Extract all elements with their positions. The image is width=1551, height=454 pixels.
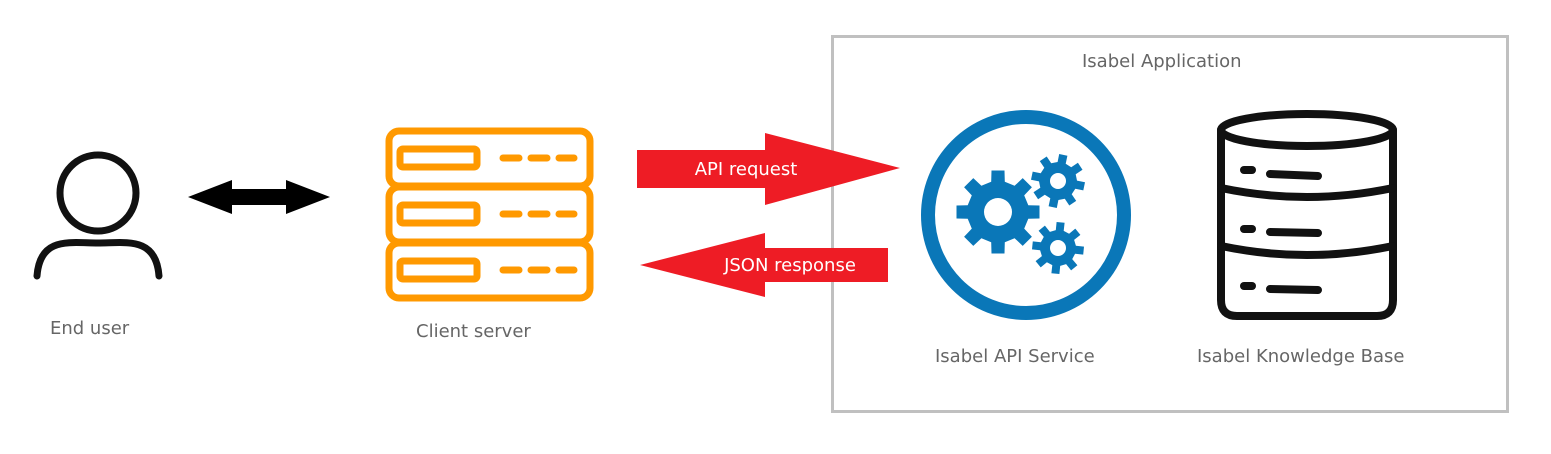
isabel-application-label: Isabel Application — [1082, 51, 1242, 72]
server-icon — [385, 127, 594, 302]
json-response-label: JSON response — [723, 255, 856, 276]
isabel-knowledge-base-label: Isabel Knowledge Base — [1197, 346, 1405, 367]
json-response-arrow: JSON response — [640, 233, 888, 297]
gear-hole — [1050, 173, 1066, 189]
user-icon — [33, 151, 163, 280]
gears-icon — [921, 110, 1131, 320]
api-request-label: API request — [695, 159, 798, 180]
client-server-label: Client server — [416, 321, 531, 342]
gear-hole — [1050, 240, 1066, 256]
database-icon — [1217, 110, 1397, 320]
end-user-label: End user — [50, 318, 130, 339]
isabel-application-group — [831, 35, 1509, 413]
api-request-arrow: API request — [637, 133, 900, 205]
gear-hole — [984, 198, 1012, 226]
isabel-api-service-label: Isabel API Service — [935, 346, 1095, 367]
bidirectional-arrow — [188, 180, 330, 214]
